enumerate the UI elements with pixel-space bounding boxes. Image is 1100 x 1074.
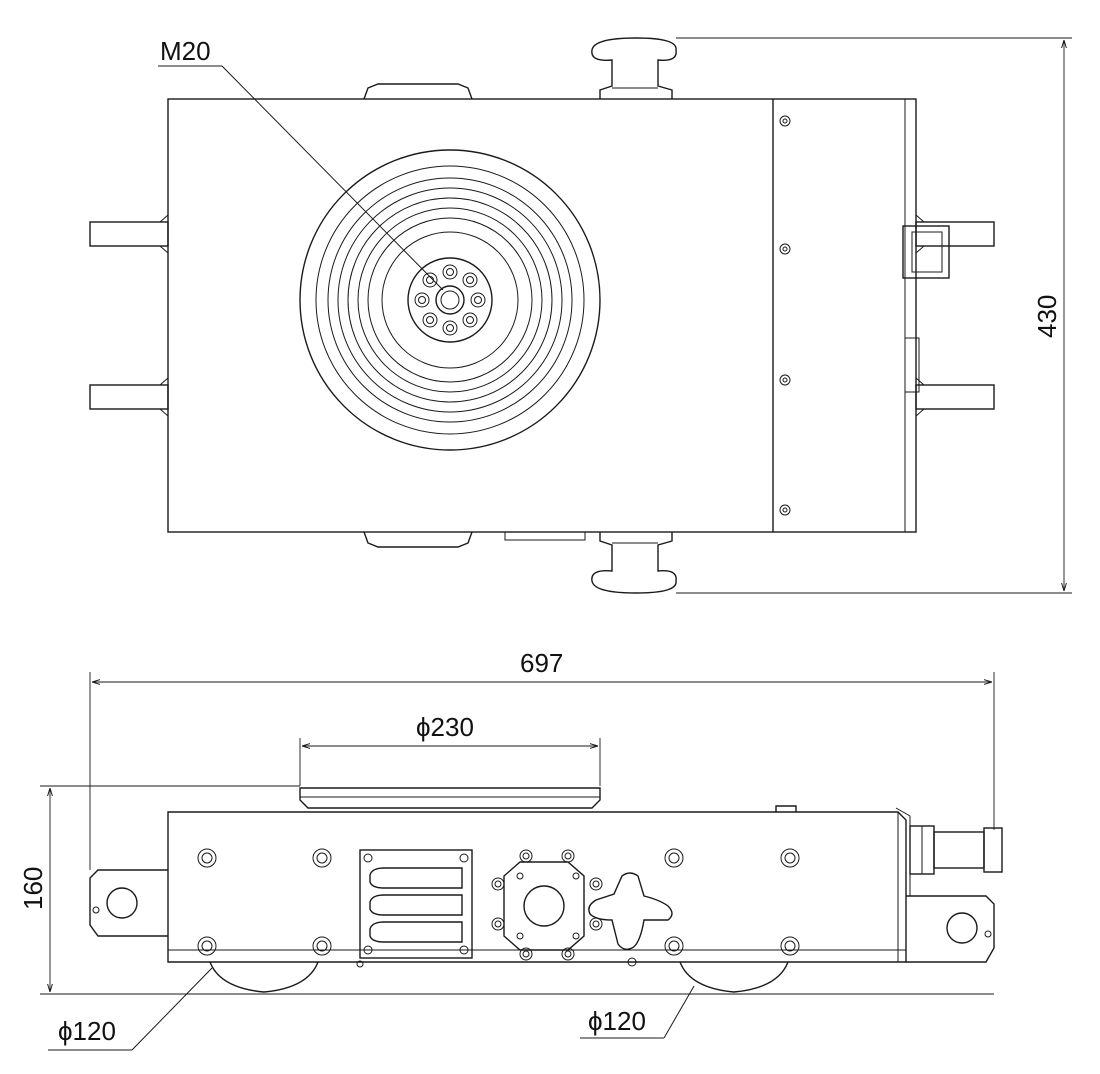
right-handle-upper [915,214,995,254]
dim-697: 697 [89,648,995,870]
dim-160-label: 160 [18,867,48,910]
side-coupling [909,825,1003,875]
dim-430: 430 [676,37,1072,594]
right-lug [906,895,995,963]
top-coupling [902,225,950,393]
top-view: M20 430 [89,36,1072,594]
roller-left [209,961,319,993]
dim-230-label: ϕ230 [416,712,474,742]
right-handle-lower [915,377,995,417]
top-bracket-upper [363,83,473,100]
left-lug [89,869,168,937]
dim-230: ϕ230 [299,712,601,786]
roller-right-label: ϕ120 [588,1006,646,1036]
m20-callout: M20 [158,36,444,291]
top-knob-upper [591,37,677,99]
roller-left-callout: ϕ120 [48,967,213,1051]
left-handle-upper [89,214,169,254]
side-view: 697 ϕ230 [18,648,1003,1051]
left-handle-lower [89,377,169,417]
panel-screws [779,115,791,516]
roller-left-label: ϕ120 [58,1016,116,1046]
bolt-ring [414,264,486,336]
star-knob [588,872,673,967]
roller-right-callout: ϕ120 [580,985,695,1039]
dim-160: 160 [18,785,300,992]
top-body-outline [167,98,917,533]
m20-label: M20 [160,36,211,66]
turntable-side [299,787,601,809]
vent-grille [356,849,473,968]
roller-right [679,961,789,993]
top-knob-lower [591,532,677,594]
flange [491,849,603,961]
top-bracket-lower [363,531,473,548]
side-bolts [197,848,800,956]
dim-430-label: 430 [1032,295,1062,338]
dim-697-label: 697 [520,648,563,678]
turntable-top [299,149,601,451]
